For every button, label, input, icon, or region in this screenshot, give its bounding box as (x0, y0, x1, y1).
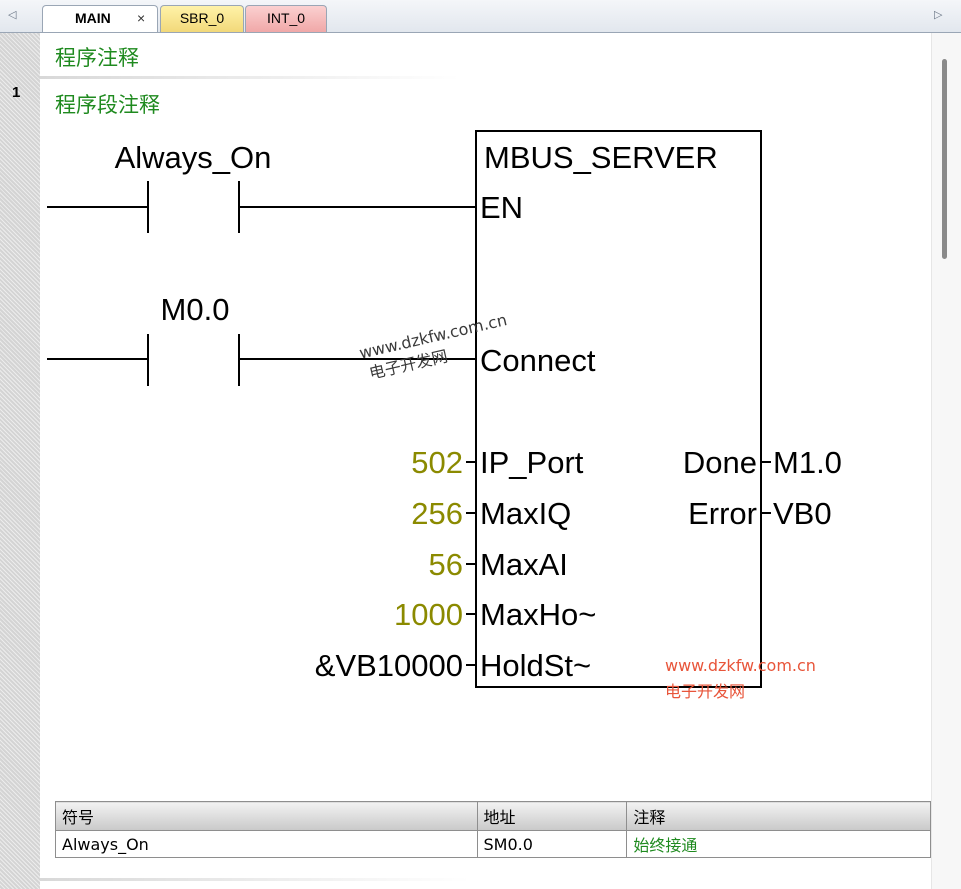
symbol-table-header: 符号 地址 注释 (55, 801, 931, 831)
tab-bar: ◁ MAIN × SBR_0 INT_0 ▷ (0, 0, 961, 33)
pin-en: EN (480, 190, 523, 225)
watermark-red-url: www.dzkfw.com.cn (665, 656, 816, 675)
watermark-red-name: 电子开发网 (665, 682, 745, 701)
table-row[interactable]: Always_On SM0.0 始终接通 (55, 830, 931, 858)
block-title: MBUS_SERVER (484, 140, 718, 175)
cell-comment[interactable]: 始终接通 (626, 830, 931, 858)
operand-ip-port[interactable]: 502 (411, 445, 463, 480)
next-network-separator (40, 878, 470, 881)
tab-main[interactable]: MAIN × (42, 5, 158, 32)
scroll-tabs-left-icon[interactable]: ◁ (8, 8, 17, 21)
operand-error[interactable]: VB0 (773, 496, 832, 531)
header-comment[interactable]: 注释 (626, 801, 931, 831)
operand-maxiq[interactable]: 256 (411, 496, 463, 531)
pin-ip-port: IP_Port (480, 445, 584, 480)
operand-maxho[interactable]: 1000 (394, 597, 463, 632)
contact-always-on-label[interactable]: Always_On (115, 140, 272, 175)
network-comment[interactable]: 程序段注释 (55, 93, 160, 117)
pin-error: Error (688, 496, 757, 531)
network-gutter (0, 33, 40, 889)
pin-done: Done (683, 445, 757, 480)
operand-maxai[interactable]: 56 (429, 547, 463, 582)
operand-holdst[interactable]: &VB10000 (315, 648, 463, 683)
mbus-server-block[interactable] (475, 130, 762, 688)
pin-connect: Connect (480, 343, 596, 378)
program-comment[interactable]: 程序注释 (55, 46, 139, 70)
header-address[interactable]: 地址 (476, 801, 628, 831)
scrollbar-thumb[interactable] (942, 59, 947, 259)
ladder-network: Always_On M0.0 MBUS_SERVER EN Connect IP… (47, 130, 842, 701)
contact-m0-0-label[interactable]: M0.0 (161, 292, 230, 327)
header-symbol[interactable]: 符号 (55, 801, 478, 831)
operand-done[interactable]: M1.0 (773, 445, 842, 480)
symbol-table: 符号 地址 注释 Always_On SM0.0 始终接通 (55, 801, 931, 858)
tab-int-0[interactable]: INT_0 (245, 5, 327, 32)
tab-main-label: MAIN (75, 10, 111, 26)
scroll-tabs-right-icon[interactable]: ▷ (934, 8, 943, 21)
tab-sbr-0[interactable]: SBR_0 (160, 5, 244, 32)
network-number: 1 (12, 84, 21, 101)
vertical-scrollbar[interactable] (931, 33, 961, 889)
pin-maxho: MaxHo~ (480, 597, 596, 632)
close-icon[interactable]: × (137, 10, 146, 26)
cell-symbol[interactable]: Always_On (55, 830, 478, 858)
program-comment-separator (40, 76, 460, 79)
pin-maxai: MaxAI (480, 547, 568, 582)
cell-address[interactable]: SM0.0 (476, 830, 628, 858)
pin-maxiq: MaxIQ (480, 496, 571, 531)
pin-holdst: HoldSt~ (480, 648, 591, 683)
